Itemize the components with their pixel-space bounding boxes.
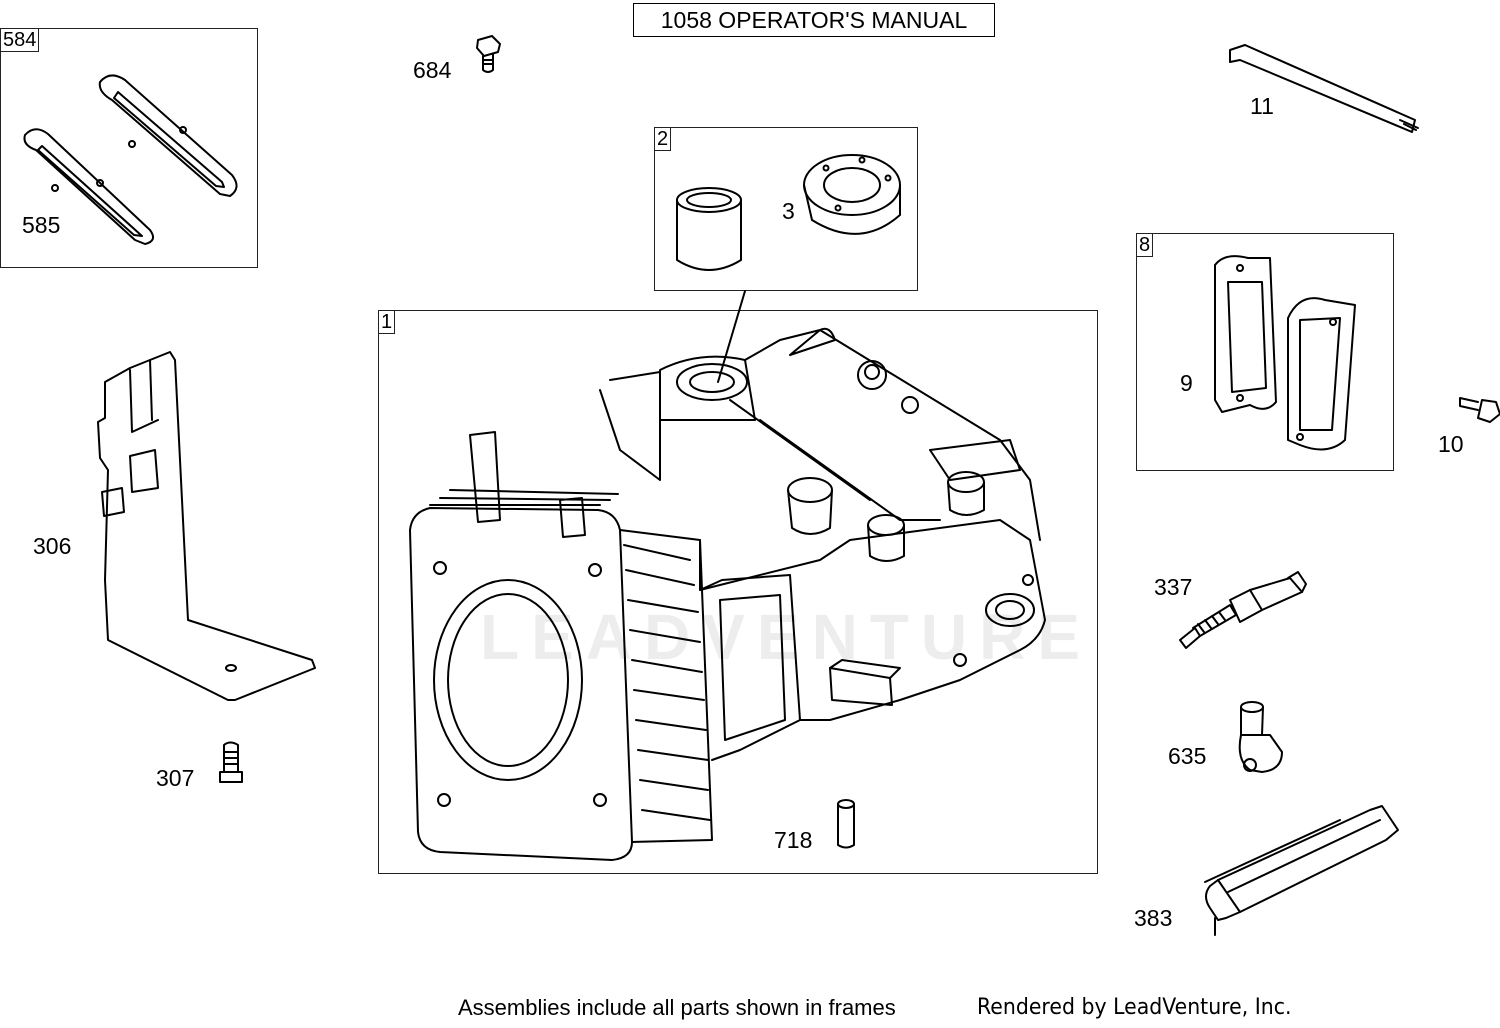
callout-684[interactable]: 684 — [413, 57, 452, 83]
screw-307[interactable] — [219, 741, 243, 783]
tool-383[interactable] — [1204, 805, 1399, 936]
cover-8[interactable] — [1287, 297, 1356, 451]
frame-8-tag[interactable]: 8 — [1136, 233, 1154, 257]
seal-3[interactable] — [803, 154, 901, 235]
frame-8: 8 — [1136, 233, 1394, 471]
fitting-635[interactable] — [1238, 701, 1283, 773]
callout-10[interactable]: 10 — [1438, 431, 1464, 457]
gasket-9[interactable] — [1214, 255, 1277, 413]
frame-1: 1 — [378, 310, 1098, 874]
screw-10[interactable] — [1459, 397, 1500, 423]
callout-383[interactable]: 383 — [1134, 905, 1173, 931]
callout-635[interactable]: 635 — [1168, 743, 1207, 769]
frame-2: 2 — [654, 127, 918, 291]
callout-718[interactable]: 718 — [774, 827, 813, 853]
frame-1-tag[interactable]: 1 — [378, 310, 396, 334]
bushing-2[interactable] — [676, 187, 742, 271]
gasket-585[interactable] — [23, 74, 238, 245]
callout-3[interactable]: 3 — [782, 198, 795, 224]
callout-307[interactable]: 307 — [156, 765, 195, 791]
callout-9[interactable]: 9 — [1180, 370, 1193, 396]
engine-block-1[interactable] — [409, 327, 1046, 861]
callout-306[interactable]: 306 — [33, 533, 72, 559]
spark-plug-337[interactable] — [1179, 571, 1307, 649]
bolt-684[interactable] — [476, 35, 501, 73]
frame-584: 584 — [0, 28, 258, 268]
footer-credit: Rendered by LeadVenture, Inc. — [977, 995, 1292, 1020]
tube-11[interactable] — [1229, 44, 1419, 133]
baffle-306[interactable] — [97, 351, 316, 701]
footer-note: Assemblies include all parts shown in fr… — [458, 995, 896, 1020]
frame-2-tag[interactable]: 2 — [654, 127, 672, 151]
dowel-pin-718[interactable] — [837, 799, 855, 849]
callout-337[interactable]: 337 — [1154, 574, 1193, 600]
callout-585[interactable]: 585 — [22, 212, 61, 238]
frame-584-tag[interactable]: 584 — [0, 28, 40, 52]
manual-title: 1058 OPERATOR'S MANUAL — [633, 3, 995, 37]
callout-11[interactable]: 11 — [1250, 93, 1274, 119]
